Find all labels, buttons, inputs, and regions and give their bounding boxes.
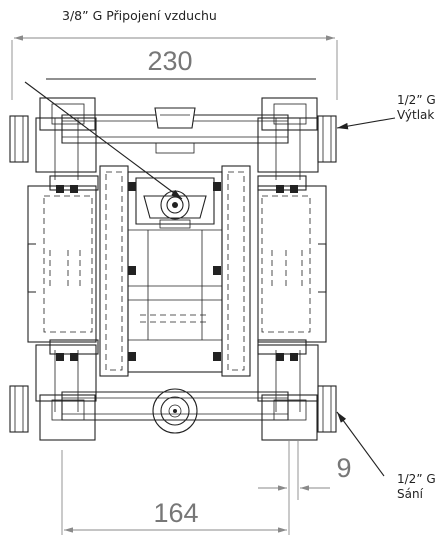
port-offset-value: 9 [336,453,351,483]
manifold-boss [154,107,196,129]
overall-width-value: 230 [147,46,192,76]
inlet-name-label: Sání [397,487,424,501]
inlet-size-label: 1/2” G [397,472,436,486]
port-offset-dimension: 9 [258,440,352,500]
air-leader-arrow [24,81,183,200]
inlet-boss [152,388,198,434]
outlet-callout: 1/2” G Výtlak [336,93,436,130]
right-valve-housing [257,97,327,441]
left-valve-housing [27,97,99,441]
air-valve [135,177,215,229]
left-top-port [9,115,29,163]
inlet-callout: 1/2” G Sání [336,411,436,501]
center-body [99,165,251,377]
left-bottom-port [9,385,29,433]
outlet-size-label: 1/2” G [397,93,436,107]
air-connection-label: 3/8” G Připojení vzduchu [62,8,217,23]
right-bottom-port [317,385,337,433]
top-manifold [61,107,289,154]
right-top-port [317,115,337,163]
overall-width-dimension: 230 [11,35,338,100]
outlet-name-label: Výtlak [397,108,434,122]
port-spacing-dimension: 164 [61,450,290,535]
port-spacing-value: 164 [153,498,198,528]
